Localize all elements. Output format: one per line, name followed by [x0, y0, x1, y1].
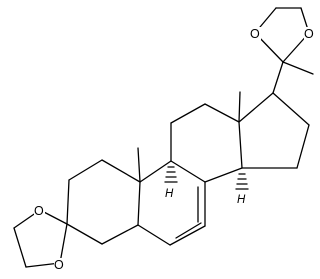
c18-methyl-bond: [238, 91, 241, 123]
ring-b: [137, 160, 206, 246]
oxygen-label: O: [304, 27, 314, 41]
ring-d: [238, 92, 310, 169]
top-dioxolane-ring: [254, 7, 310, 63]
c19-methyl-bond: [137, 147, 141, 183]
c14-h-hash: [235, 173, 249, 190]
side-chain: [272, 61, 314, 94]
hydrogen-label: H: [165, 188, 174, 200]
hydrogen-label: H: [237, 194, 246, 206]
oxygen-label: O: [34, 204, 44, 218]
ketal-methyl-bond: [282, 61, 314, 75]
c9-h-hash: [164, 166, 178, 183]
ketal-c20-bond: [272, 61, 284, 94]
ring-a: [66, 159, 141, 245]
oxygen-label: O: [250, 27, 260, 41]
c6-c7-double-bond: [175, 222, 202, 239]
oxygen-label: O: [54, 258, 64, 272]
ring-c: [170, 103, 243, 183]
